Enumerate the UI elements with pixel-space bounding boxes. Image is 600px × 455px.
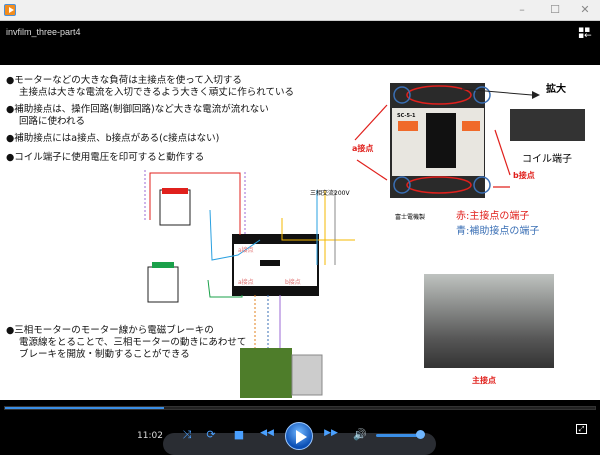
play-button[interactable]	[285, 422, 313, 450]
volume-knob[interactable]	[416, 430, 425, 439]
wiring-diagram	[144, 170, 355, 398]
zoom-arrow	[461, 88, 540, 99]
repeat-button[interactable]: ⟳	[206, 428, 216, 441]
bullet-brake: ●三相モーターのモーター線から電磁ブレーキの電源線をとることで、三相モーターの動…	[6, 325, 247, 360]
volume-slider[interactable]	[376, 434, 424, 437]
title-bar: – ☐ ✕	[0, 0, 600, 21]
elapsed-time: 11:02	[137, 431, 163, 441]
legend-red: 赤:主接点の端子	[456, 211, 530, 222]
maker-label: 富士電機製	[395, 214, 426, 221]
seek-bar[interactable]	[4, 406, 596, 410]
player-controls: 11:02 ⤨ ⟳ ■ ◀◀ ▶▶ 🔊 ⤢	[0, 400, 600, 455]
compact-view-icon[interactable]: ▪▪▪←	[578, 25, 592, 41]
pointer-arrows	[354, 104, 511, 188]
shuffle-button[interactable]: ⤨	[182, 428, 192, 441]
contactor-photo	[390, 83, 491, 198]
coil-terminal-photo	[510, 109, 585, 141]
fullscreen-button[interactable]: ⤢	[576, 424, 587, 434]
a-contact-label: a接点	[352, 144, 374, 153]
bullet-main-contact: ●モーターなどの大きな負荷は主接点を使って入切する主接点は大きな電流を入切できる…	[6, 75, 295, 98]
close-button[interactable]: ✕	[580, 3, 590, 16]
bullet-aux-contact: ●補助接点は、操作回路(制御回路)など大きな電流が流れない回路に使われる	[6, 104, 269, 127]
main-contact-label: 主接点	[472, 376, 496, 385]
zoom-label: 拡大	[546, 84, 566, 95]
next-button[interactable]: ▶▶	[324, 428, 338, 438]
a-contact-label-1: a接点	[238, 247, 254, 254]
bullet-coil: ●コイル端子に使用電圧を印可すると動作する	[6, 152, 205, 163]
main-contact-photo	[424, 274, 554, 368]
video-title: invfilm_three-part4	[6, 27, 81, 37]
power-label: 三相交流200V	[310, 190, 350, 197]
b-contact-label-diagram: b接点	[285, 279, 301, 286]
media-player-icon	[4, 4, 16, 16]
video-frame: ●モーターなどの大きな負荷は主接点を使って入切する主接点は大きな電流を入切できる…	[0, 65, 600, 400]
coil-terminal-label: コイル端子	[522, 154, 572, 165]
legend-blue: 青:補助接点の端子	[456, 226, 540, 237]
minimize-button[interactable]: –	[519, 3, 525, 16]
volume-button[interactable]: 🔊	[353, 428, 367, 441]
video-header: invfilm_three-part4 ▪▪▪←	[0, 21, 600, 65]
previous-button[interactable]: ◀◀	[260, 428, 274, 438]
bullet-ab-contact: ●補助接点にはa接点、b接点がある(c接点はない)	[6, 133, 220, 144]
seek-progress	[5, 407, 165, 409]
stop-button[interactable]: ■	[233, 428, 245, 441]
model-label: SC-5-1	[397, 113, 416, 119]
maximize-button[interactable]: ☐	[550, 3, 560, 16]
b-contact-label: b接点	[513, 171, 535, 180]
a-contact-label-2: a接点	[238, 279, 254, 286]
